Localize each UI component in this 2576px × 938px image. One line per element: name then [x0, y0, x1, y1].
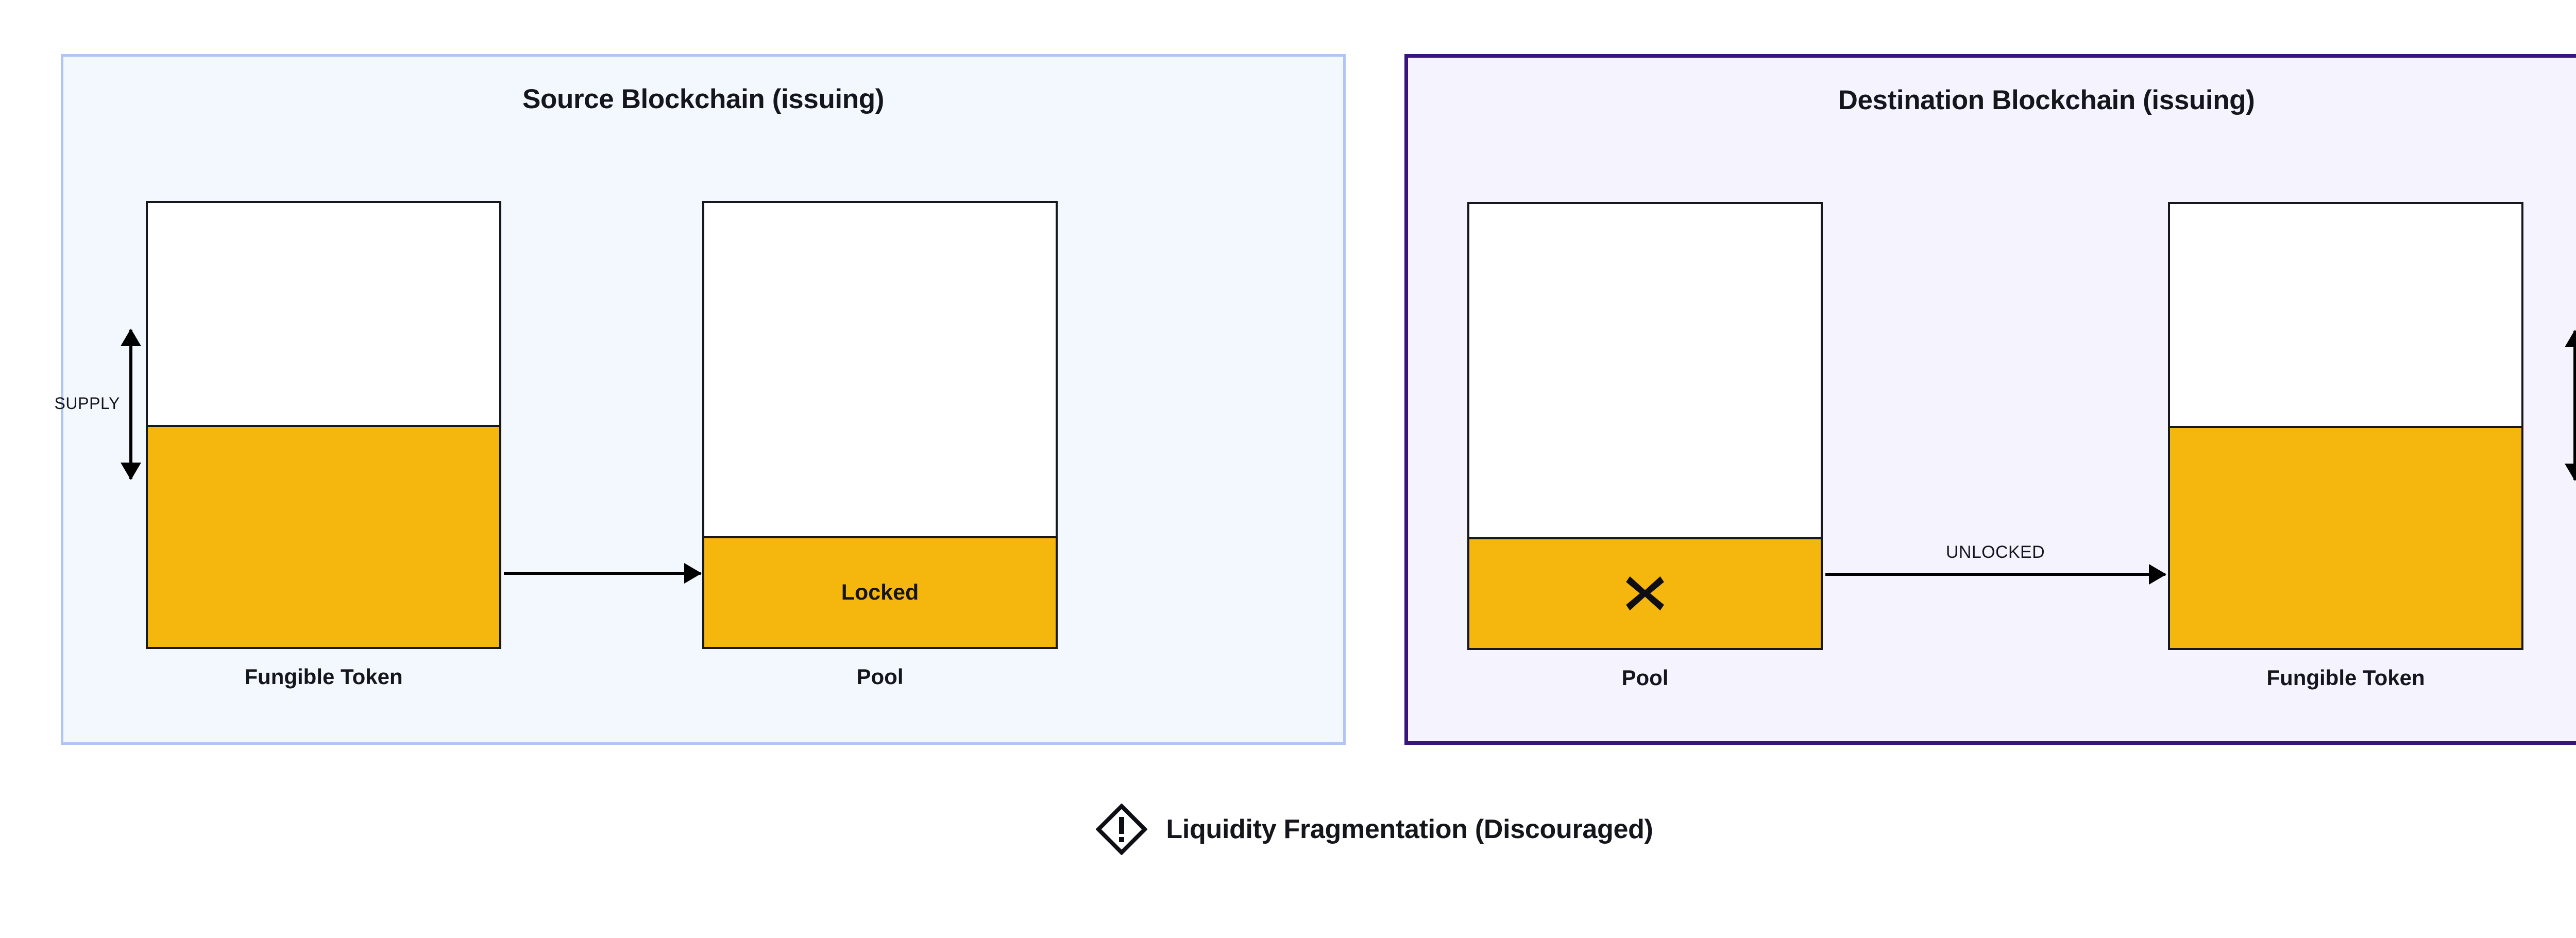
destination-unlock-flow-arrow: UNLOCKED — [1825, 542, 2165, 576]
destination-supply-arrow — [2573, 331, 2576, 480]
source-fungible-token-box — [146, 201, 501, 649]
destination-unlock-flow-arrow-label: UNLOCKED — [1945, 542, 2045, 562]
panel-source-title: Source Blockchain (issuing) — [522, 84, 884, 114]
source-pool-caption: Pool — [856, 664, 904, 689]
footer-note-text: Liquidity Fragmentation (Discouraged) — [1166, 814, 1653, 844]
panel-destination-title: Destination Blockchain (issuing) — [1838, 85, 2255, 115]
source-pool-box: Locked — [702, 201, 1058, 649]
destination-pool-caption: Pool — [1621, 666, 1669, 690]
warning-diamond-icon — [1096, 804, 1148, 855]
destination-fungible-token-caption: Fungible Token — [2266, 666, 2425, 690]
source-pool-locked-label: Locked — [841, 579, 919, 605]
destination-token-band-lower — [2170, 532, 2521, 648]
cross-mark-icon — [1626, 576, 1664, 611]
destination-token-band-upper — [2170, 426, 2521, 533]
panel-source-blockchain: Source Blockchain (issuing) Fungible Tok… — [54, 54, 1346, 745]
panel-destination-blockchain: Destination Blockchain (issuing) Pool UN… — [1404, 54, 2576, 745]
source-token-band-upper — [148, 425, 499, 532]
source-supply-label: SUPPLY — [54, 394, 120, 413]
destination-fungible-token-box — [2168, 202, 2523, 650]
source-supply-arrow — [129, 330, 132, 479]
source-lock-flow-arrow — [504, 572, 701, 575]
source-pool-band-locked: Locked — [704, 536, 1056, 647]
source-token-band-lower — [148, 531, 499, 647]
footer-note: Liquidity Fragmentation (Discouraged) — [0, 804, 2576, 855]
destination-pool-box — [1467, 202, 1823, 650]
destination-pool-band — [1469, 537, 1821, 648]
source-fungible-token-caption: Fungible Token — [244, 664, 403, 689]
